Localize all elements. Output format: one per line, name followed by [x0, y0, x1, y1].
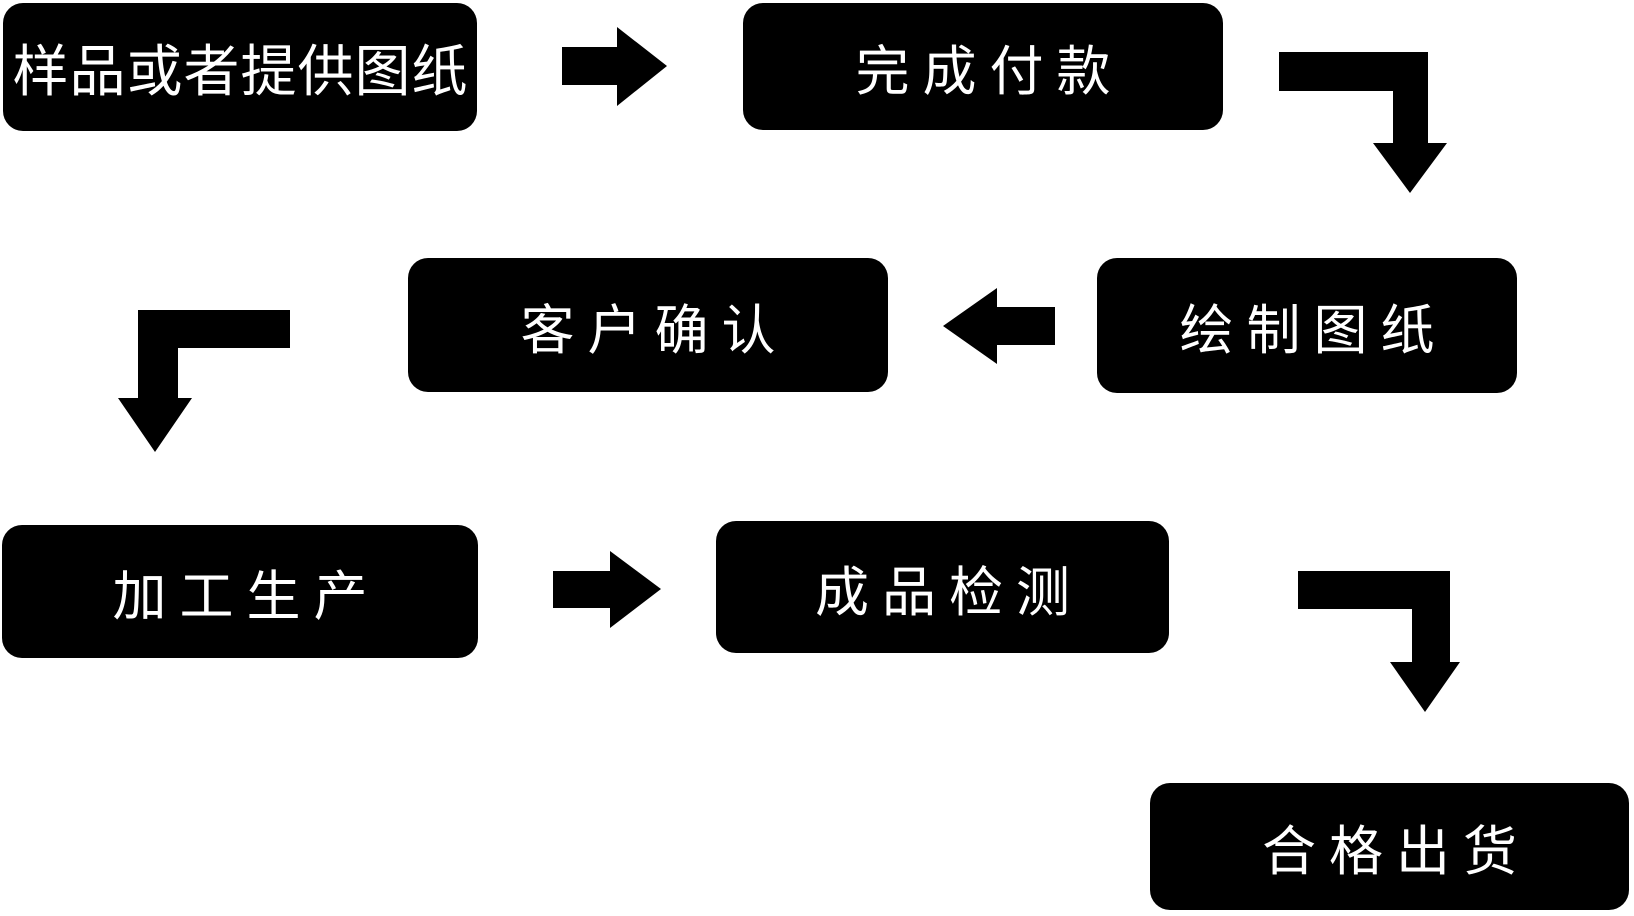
arrow-elbow-down-right-icon-2 — [1298, 571, 1460, 712]
arrow-elbow-down-right-icon — [1279, 52, 1447, 193]
arrow-right-icon — [562, 27, 667, 106]
node-product-inspection: 成品检测 — [716, 521, 1169, 653]
node-complete-payment: 完成付款 — [743, 3, 1223, 130]
arrow-elbow-down-left-icon — [118, 310, 290, 452]
node-draw-drawings: 绘制图纸 — [1097, 258, 1517, 393]
node-sample-or-drawings: 样品或者提供图纸 — [3, 3, 477, 131]
node-qualified-shipment: 合格出货 — [1150, 783, 1629, 910]
arrow-right-icon-2 — [553, 551, 661, 628]
node-customer-confirmation: 客户确认 — [408, 258, 888, 392]
arrow-left-icon — [943, 288, 1055, 364]
node-processing-production: 加工生产 — [2, 525, 478, 658]
